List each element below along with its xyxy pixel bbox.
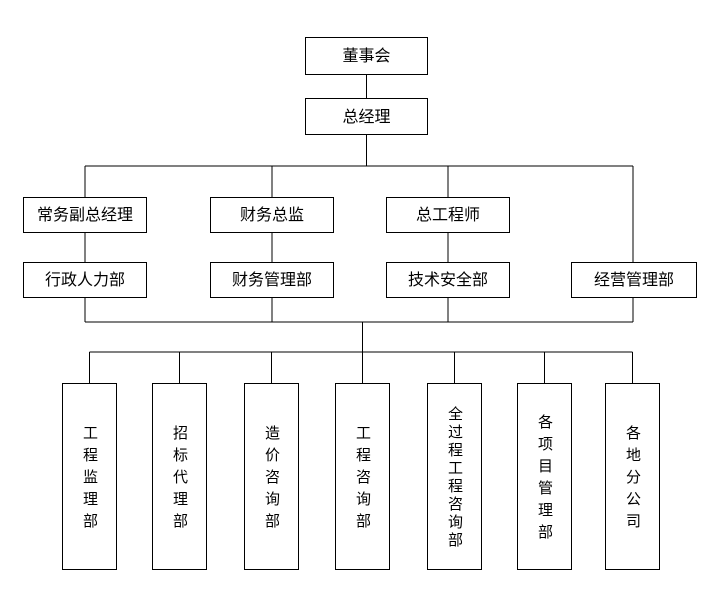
org-box-whole-process-consulting-dept-label: 全过程工程咨询部 <box>446 406 464 550</box>
org-box-bidding-agency-dept-label: 招标代理部 <box>171 425 189 535</box>
org-box-engineering-supervision-dept-label: 工程监理部 <box>81 425 99 535</box>
org-box-project-mgmt-depts: 各项目管理部 <box>517 383 572 570</box>
org-box-engineering-supervision-dept: 工程监理部 <box>62 383 117 570</box>
org-box-whole-process-consulting-dept: 全过程工程咨询部 <box>427 383 482 570</box>
org-box-finance-director-label: 财务总监 <box>239 205 304 224</box>
org-box-general-manager-label: 总经理 <box>342 106 391 126</box>
org-box-regional-branches: 各地分公司 <box>605 383 660 570</box>
org-box-admin-hr-dept-label: 行政人力部 <box>44 270 125 289</box>
org-box-cost-consulting-dept: 造价咨询部 <box>244 383 299 570</box>
org-box-regional-branches-label: 各地分公司 <box>624 425 642 535</box>
org-box-finance-director: 财务总监 <box>210 197 334 233</box>
org-box-board: 董事会 <box>305 37 428 75</box>
org-box-admin-hr-dept: 行政人力部 <box>23 262 147 298</box>
org-box-operations-mgmt-dept: 经营管理部 <box>571 262 697 298</box>
org-box-chief-engineer: 总工程师 <box>386 197 510 233</box>
org-box-finance-mgmt-dept-label: 财务管理部 <box>231 270 312 289</box>
org-box-tech-safety-dept: 技术安全部 <box>386 262 510 298</box>
org-box-deputy-general-manager: 常务副总经理 <box>23 197 147 233</box>
org-box-deputy-general-manager-label: 常务副总经理 <box>36 205 133 224</box>
org-box-bidding-agency-dept: 招标代理部 <box>152 383 207 570</box>
org-box-finance-mgmt-dept: 财务管理部 <box>210 262 334 298</box>
org-box-cost-consulting-dept-label: 造价咨询部 <box>263 425 281 535</box>
org-box-board-label: 董事会 <box>342 46 391 65</box>
org-box-engineering-consulting-dept: 工程咨询部 <box>335 383 390 570</box>
org-box-operations-mgmt-dept-label: 经营管理部 <box>593 270 674 289</box>
org-box-tech-safety-dept-label: 技术安全部 <box>407 270 488 289</box>
org-box-general-manager: 总经理 <box>305 98 428 135</box>
org-box-engineering-consulting-dept-label: 工程咨询部 <box>354 425 372 535</box>
org-box-project-mgmt-depts-label: 各项目管理部 <box>536 414 554 546</box>
org-box-chief-engineer-label: 总工程师 <box>415 205 480 224</box>
